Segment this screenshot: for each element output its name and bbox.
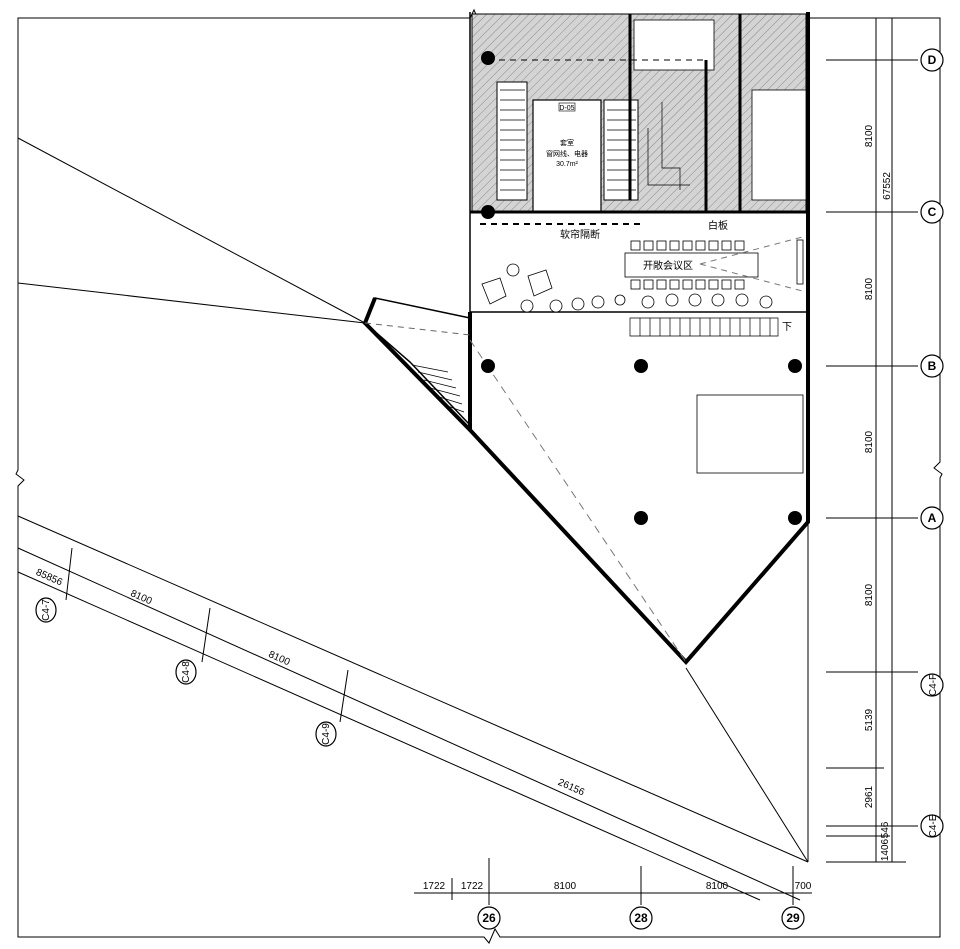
grid-label-26: 26 (482, 911, 496, 925)
dim-total: 67552 (882, 172, 893, 200)
right-dimensions: 8100 8100 8100 8100 5139 2961 1406 546 6… (864, 124, 893, 861)
equipment-tag: D-05 (559, 105, 574, 112)
dim-8100-a: 8100 (554, 881, 577, 892)
equipment-room-title: 套室 (560, 138, 574, 147)
grid-label-b: B (928, 359, 937, 373)
dim-26156: 26156 (556, 777, 586, 799)
right-grid-lines (826, 18, 918, 863)
grid-label-d: D (928, 53, 937, 67)
dashed-lines (364, 59, 807, 663)
equipment-room-area: 30.7m² (556, 161, 578, 168)
dim-a-c4f: 8100 (864, 583, 875, 606)
bottom-grid-bubbles: 26 28 29 (477, 906, 805, 930)
grid-label-c4f: C4-F (928, 674, 939, 696)
grid-label-c4-7: C4-7 (41, 599, 52, 621)
bottom-grid-lines (414, 858, 812, 905)
right-grid-bubbles: D C B A C4-F C4-E (920, 48, 944, 838)
dim-1722-b: 1722 (461, 881, 484, 892)
dim-5139: 5139 (864, 708, 875, 731)
meeting-area-label: 开敞会议区 (643, 259, 693, 272)
grid-label-28: 28 (634, 911, 648, 925)
grid-label-c4-8: C4-8 (181, 661, 192, 683)
grid-label-c4e: C4-E (928, 814, 939, 837)
grid-label-29: 29 (786, 911, 800, 925)
meeting-furniture (481, 239, 804, 474)
building-outline (362, 12, 810, 665)
site-lines (17, 137, 809, 863)
dim-700: 700 (795, 881, 812, 892)
bottom-dimensions: 1722 1722 8100 8100 700 (423, 881, 812, 892)
whiteboard-label: 白板 (708, 219, 728, 232)
columns (481, 51, 802, 525)
grid-label-c: C (928, 205, 937, 219)
dim-1722-a: 1722 (423, 881, 446, 892)
room-labels: D-05 套室 窗网线、电器 30.7m² 软帘隔断 白板 开敞会议区 下 (546, 102, 792, 333)
dim-d-c: 8100 (864, 124, 875, 147)
dim-2961: 2961 (864, 785, 875, 808)
dim-c-b: 8100 (864, 277, 875, 300)
service-core (470, 13, 808, 214)
curtain-label: 软帘隔断 (560, 228, 600, 241)
stairs (411, 89, 779, 413)
grid-label-c4-9: C4-9 (321, 723, 332, 745)
diagonal-dimensions: 85856 8100 8100 26156 (34, 567, 586, 799)
dim-1406: 1406 (880, 838, 891, 861)
grid-label-a: A (928, 511, 937, 525)
dim-8100-diag-a: 8100 (129, 588, 154, 607)
dim-8100-b: 8100 (706, 881, 729, 892)
stair-down-label: 下 (782, 322, 792, 333)
dim-546: 546 (880, 821, 891, 838)
diagonal-dim-band (17, 515, 809, 901)
diagonal-grid-bubbles: C4-7 C4-8 C4-9 (35, 597, 337, 747)
dim-b-a: 8100 (864, 430, 875, 453)
equipment-room-sub: 窗网线、电器 (546, 149, 588, 158)
